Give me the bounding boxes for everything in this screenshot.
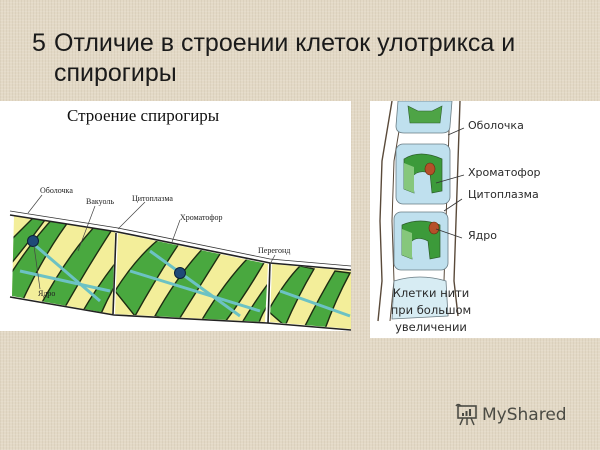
figure-title: Строение спирогиры [67, 106, 220, 125]
label-membrane: Оболочка [468, 119, 524, 132]
spirogyra-structure-figure: Строение спирогиры [0, 101, 351, 331]
label-chromatophore: Хроматофор [180, 213, 223, 222]
caption-line-2: при большом [390, 303, 472, 317]
slide-title-line-2: спирогиры [54, 59, 177, 87]
presentation-board-icon [455, 403, 477, 426]
myshared-logo: MyShared [455, 402, 567, 428]
label-vacuole: Вакуоль [86, 197, 114, 206]
watermark-text: MyShared [482, 405, 567, 425]
nucleus-icon [27, 235, 39, 247]
slide-title: 5 Отличие в строении клеток улотрикса и с… [32, 28, 592, 88]
label-nucleus: Ядро [468, 229, 497, 242]
magnified-cells-figure: Оболочка Хроматофор Цитоплазма Ядро Клет… [370, 101, 600, 338]
figure-caption: Клетки нити при большом увеличении [376, 285, 486, 336]
label-nucleus: Ядро [38, 289, 56, 298]
label-cytoplasm: Цитоплазма [468, 188, 539, 201]
label-cytoplasm: Цитоплазма [132, 194, 173, 203]
label-septum: Перегонд [258, 246, 291, 255]
slide-number: 5 [32, 29, 46, 57]
caption-line-3: увеличении [395, 320, 467, 334]
spirogyra-filament-illustration [9, 194, 351, 331]
label-membrane: Оболочка [40, 186, 73, 195]
slide-title-line-1: Отличие в строении клеток улотрикса и [54, 29, 516, 57]
magnified-cells-illustration [377, 101, 465, 322]
label-chromatophore: Хроматофор [468, 166, 541, 179]
caption-line-1: Клетки нити [392, 286, 470, 300]
